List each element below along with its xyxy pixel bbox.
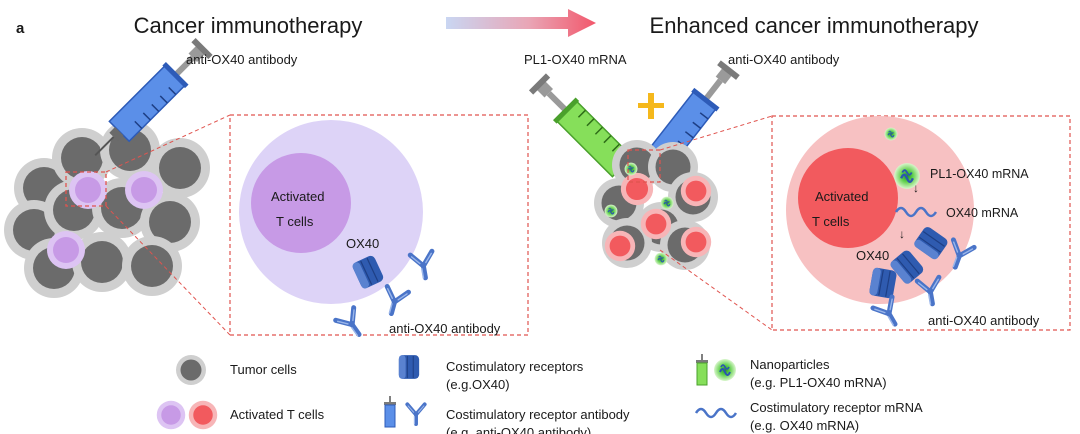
left-zoom-marker — [65, 171, 107, 207]
left-receptor-label: OX40 — [346, 236, 379, 251]
right-zoom-line-bottom — [659, 249, 773, 331]
arrow-down-icon-1: ↓ — [913, 181, 919, 195]
legend-antibody-label-1: Costimulatory receptor antibody — [446, 407, 630, 422]
right-receptor-icon-3 — [868, 266, 898, 300]
legend-mrna-label-2: (e.g. OX40 mRNA) — [750, 418, 859, 433]
left-antibody-icon-1 — [410, 251, 436, 279]
right-receptor-label: OX40 — [856, 248, 889, 263]
legend-antibody-label-2: (e.g. anti-OX40 antibody) — [446, 425, 591, 434]
arrow-down-icon-2: ↓ — [899, 227, 905, 241]
legend-tcell-red-icon — [188, 400, 218, 430]
legend-receptor-label-2: (e.g.OX40) — [446, 377, 510, 392]
legend-tumor-label: Tumor cells — [230, 362, 297, 377]
plus-icon — [638, 93, 664, 119]
panel-letter: a — [16, 20, 25, 37]
legend-antibody-syringe-icon — [384, 396, 396, 428]
legend-nano-label-1: Nanoparticles — [750, 357, 830, 372]
legend-nano-label-2: (e.g. PL1-OX40 mRNA) — [750, 375, 887, 390]
right-syringe-ab-label: anti-OX40 antibody — [728, 52, 840, 67]
right-zoom-marker — [627, 149, 661, 183]
legend-nanoparticle-icon — [713, 358, 737, 382]
legend-receptor-icon — [398, 354, 420, 380]
right-syringe-mrna-label: PL1-OX40 mRNA — [524, 52, 627, 67]
right-zoom-line-top — [659, 115, 773, 151]
left-title: Cancer immunotherapy — [134, 13, 363, 38]
left-zoom-box — [229, 114, 529, 336]
legend-tcell-purple-icon — [156, 400, 186, 430]
legend-tumor-icon — [176, 355, 206, 385]
legend-receptor-label-1: Costimulatory receptors — [446, 359, 584, 374]
left-antibody-icon-3 — [336, 308, 368, 341]
left-cell-label-1: Activated — [271, 189, 324, 204]
right-mrna-wave — [894, 206, 938, 218]
left-syringe-label: anti-OX40 antibody — [186, 52, 298, 67]
left-tumor-cluster — [4, 120, 210, 298]
legend-activated-label: Activated T cells — [230, 407, 325, 422]
left-zoom-line-top — [105, 114, 231, 173]
right-zoom-box — [771, 115, 1071, 331]
legend-mrna-wave-icon — [694, 407, 738, 419]
right-mrna-label: OX40 mRNA — [946, 206, 1019, 220]
left-antibody-label: anti-OX40 antibody — [389, 321, 501, 336]
legend: Tumor cells Activated T cells Costimulat… — [156, 354, 923, 434]
right-title: Enhanced cancer immunotherapy — [650, 13, 979, 38]
right-antibody-label: anti-OX40 antibody — [928, 313, 1040, 328]
right-cell-label-1: Activated — [815, 189, 868, 204]
legend-mrna-label-1: Costimulatory receptor mRNA — [750, 400, 923, 415]
left-zoom-line-bottom — [105, 205, 231, 336]
progression-arrow — [446, 9, 596, 37]
right-cell-label-2: T cells — [812, 214, 850, 229]
legend-mrna-syringe-icon — [696, 354, 708, 386]
left-cell-label-2: T cells — [276, 214, 314, 229]
right-nanoparticle-label: PL1-OX40 mRNA — [930, 167, 1029, 181]
left-tcell-nucleus — [251, 153, 351, 253]
legend-antibody-icon — [405, 402, 427, 426]
right-tcell-nucleus — [798, 148, 898, 248]
right-nanoparticle-small — [883, 127, 899, 142]
left-antibody-icon-2 — [381, 287, 409, 317]
